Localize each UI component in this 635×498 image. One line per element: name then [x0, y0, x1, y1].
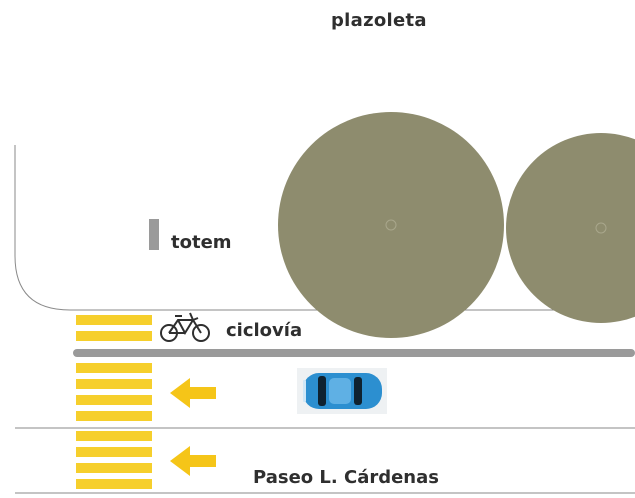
crosswalk [76, 315, 152, 489]
street-name-label: Paseo L. Cárdenas [253, 467, 439, 488]
crosswalk-stripe [76, 331, 152, 341]
arrow-left-icon [170, 446, 216, 476]
tree-2 [506, 133, 635, 323]
tree-1 [278, 112, 504, 338]
crosswalk-stripe [76, 447, 152, 457]
crosswalk-stripe [76, 479, 152, 489]
totem-label: totem [171, 232, 232, 253]
car-icon [297, 368, 387, 414]
plaza-outline [14, 145, 635, 311]
plaza-label: plazoleta [331, 10, 427, 31]
bike-lane-label: ciclovía [226, 320, 303, 341]
arrow-left-icon [170, 378, 216, 408]
crosswalk-stripe [76, 395, 152, 405]
crosswalk-stripe [76, 363, 152, 373]
bike-lane-divider [73, 349, 635, 357]
crosswalk-stripe [76, 379, 152, 389]
bicycle-icon [160, 312, 210, 342]
totem-marker [149, 219, 159, 250]
crosswalk-stripe [76, 315, 152, 325]
crosswalk-stripe [76, 463, 152, 473]
crosswalk-stripe [76, 431, 152, 441]
crosswalk-stripe [76, 411, 152, 421]
